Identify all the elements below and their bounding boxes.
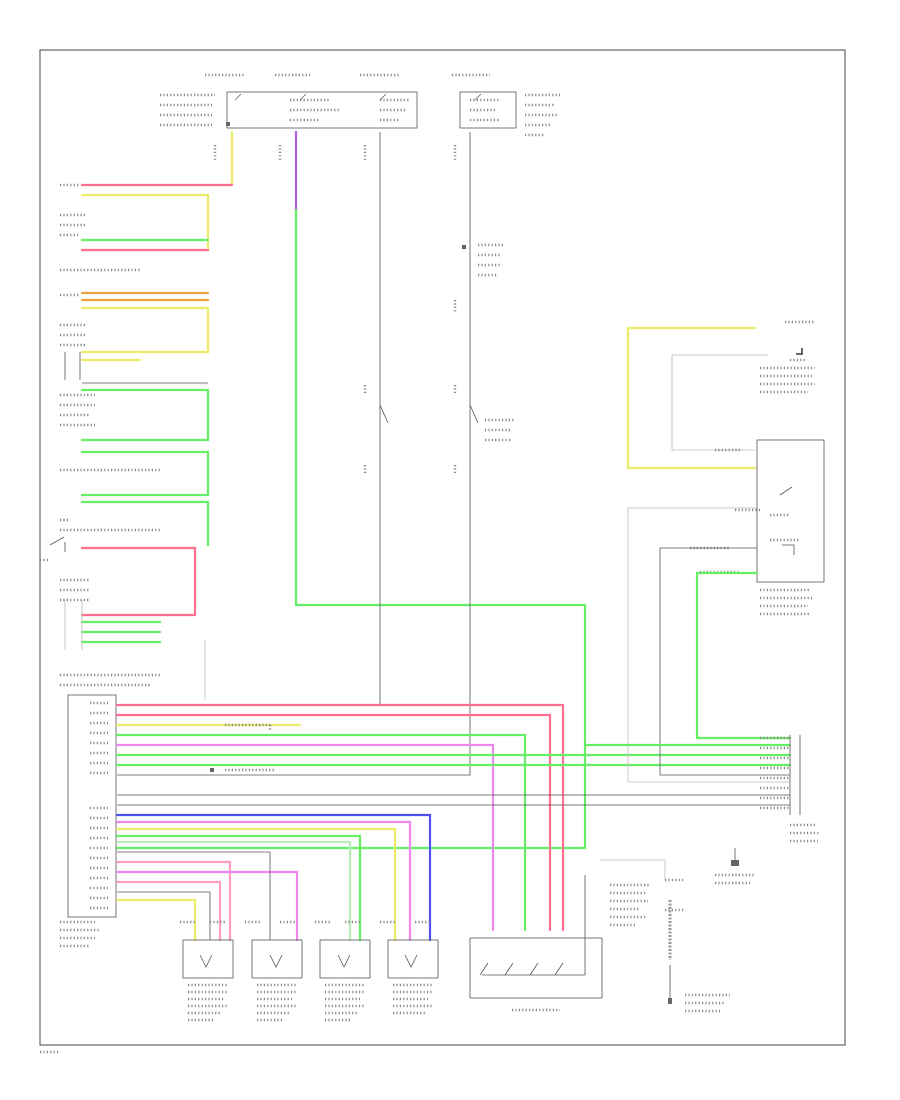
left-components — [40, 183, 234, 700]
wire-green-1 — [115, 733, 527, 932]
wire-green-main — [115, 208, 587, 850]
wire-black-mid — [117, 132, 381, 706]
wire-green-4 — [115, 834, 362, 942]
wire-pink-3 — [115, 860, 232, 942]
wire-pink-1 — [115, 703, 565, 932]
wire-ltgreen-5 — [115, 840, 352, 942]
wire-pink-2 — [115, 713, 552, 932]
right-upper — [583, 320, 825, 815]
junction-block — [160, 73, 560, 137]
wire-pink-4 — [115, 880, 222, 942]
wire-blue — [115, 813, 432, 942]
wire-magenta-1 — [115, 743, 495, 932]
wire-black-right — [117, 132, 471, 776]
wire-magenta-3 — [115, 870, 299, 942]
seat-memory-switch — [469, 875, 603, 1012]
diagram-border — [39, 49, 846, 1046]
motor-switches — [180, 920, 439, 1022]
wire-yellow-2 — [115, 827, 397, 942]
wire-magenta-2 — [115, 820, 412, 942]
control-unit — [60, 694, 117, 948]
right-lower — [600, 823, 820, 1013]
wire-yellow-3 — [115, 898, 197, 942]
